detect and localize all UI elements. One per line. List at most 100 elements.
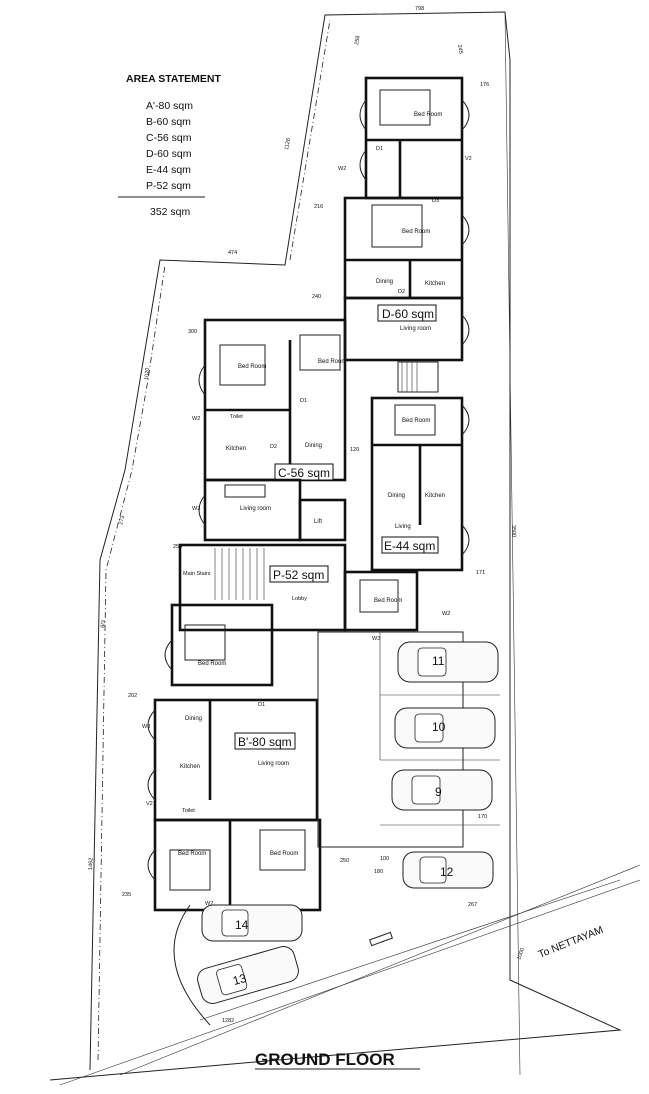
dim-d21: 170	[478, 814, 487, 820]
dim-d1: 258	[354, 35, 362, 45]
unit-b: Bed Room Dining Kitchen Toilet Living ro…	[142, 603, 322, 912]
car-9: 9	[391, 769, 493, 811]
parking-number-11: 11	[432, 654, 445, 668]
unit-c: Bed Room Bed Room Toilet Kitchen Dining …	[192, 318, 346, 542]
area-item-a: A'-80 sqm	[146, 100, 193, 112]
direction-label: To NETTAYAM	[537, 924, 605, 961]
room-kitchen-b: Kitchen	[180, 764, 200, 770]
fixture-w2-c: W2	[192, 416, 200, 422]
unit-label-e: E-44 sqm	[384, 539, 435, 553]
room-bedroom-c2: Bed Room	[318, 359, 346, 365]
parking-number-12: 12	[440, 865, 454, 879]
room-lift: Lift	[314, 519, 322, 525]
room-bedroom-e2: Bed Room	[374, 598, 402, 604]
parking-number-9: 9	[435, 785, 442, 799]
room-dining-b: Dining	[185, 716, 202, 722]
unit-e: Bed Room Dining Kitchen Living E-44 sqm …	[343, 396, 470, 642]
dim-d20: 180	[374, 869, 383, 875]
stair-de	[397, 361, 439, 393]
fixture-d1-d: D1	[376, 146, 383, 152]
room-dining-d: Dining	[376, 279, 393, 285]
room-toilet-c: Toilet	[230, 414, 243, 420]
dim-d7: 1020	[144, 367, 151, 380]
unit-p: Main Stairs Lobby P-52 sqm	[178, 543, 347, 632]
car-10: 10	[394, 707, 496, 749]
room-lobby: Lobby	[292, 596, 307, 602]
unit-d: Bed Room Bed Room Dining Kitchen Living …	[338, 76, 472, 362]
dim-d5: 216	[314, 204, 323, 210]
dim-d11: 255	[173, 544, 182, 550]
area-item-d: D-60 sqm	[146, 148, 192, 160]
room-living-e: Living	[395, 524, 411, 530]
dim-d2: 245	[456, 44, 464, 54]
room-bedroom-b3: Bed Room	[178, 851, 206, 857]
fixture-w3-c: W3	[192, 506, 200, 512]
dim-d8: 240	[312, 294, 321, 300]
parking-number-14: 14	[235, 918, 249, 932]
car-13: 13	[197, 946, 299, 1004]
fixture-v2-b: V2	[146, 801, 153, 807]
dim-d25: 1000	[516, 947, 526, 961]
fixture-w3-e: W3	[372, 636, 380, 642]
room-kitchen-e: Kitchen	[425, 493, 445, 499]
room-living-b: Living room	[258, 761, 289, 767]
room-toilet-b: Toilet	[182, 808, 195, 814]
dim-d17: 6/3	[100, 620, 107, 629]
room-kitchen-d: Kitchen	[425, 281, 445, 287]
gate	[368, 931, 394, 947]
dim-top: 798	[415, 6, 424, 12]
dim-d3: 176	[480, 82, 489, 88]
room-dining-e: Dining	[388, 493, 405, 499]
dim-d24: 100	[380, 856, 389, 862]
fixture-w2-e: W2	[442, 611, 450, 617]
area-statement-heading: AREA STATEMENT	[126, 73, 221, 85]
driveway	[173, 879, 621, 1026]
area-item-e: E-44 sqm	[146, 164, 191, 176]
room-bedroom-b2: Bed Room	[270, 851, 298, 857]
room-kitchen-c: Kitchen	[226, 446, 246, 452]
drawing-title: GROUND FLOOR	[255, 1050, 395, 1069]
area-statement: AREA STATEMENT A'-80 sqm B-60 sqm C-56 s…	[112, 73, 221, 220]
dimensions: 798 258 245 176 1126 216 474 1020 240 30…	[88, 6, 526, 1024]
fixture-d3-d: D3	[432, 198, 439, 204]
dim-d23: 267	[468, 902, 477, 908]
fixture-w3-b: W3	[142, 724, 150, 730]
unit-label-b: B'-80 sqm	[238, 735, 292, 749]
dim-d14: 1462	[88, 858, 94, 870]
dim-d15: 3500	[510, 525, 516, 537]
fixture-v2-d: V2	[465, 156, 472, 162]
unit-label-p: P-52 sqm	[273, 568, 324, 582]
room-bedroom-b1: Bed Room	[198, 661, 226, 667]
dim-d9: 300	[188, 329, 197, 335]
dim-d4: 1126	[284, 138, 292, 151]
area-total: 352 sqm	[150, 206, 191, 218]
unit-label-d: D-60 sqm	[382, 307, 434, 321]
room-bedroom-e1: Bed Room	[402, 418, 430, 424]
area-item-p: P-52 sqm	[146, 180, 191, 192]
car-12: 12	[402, 851, 494, 889]
fixture-w2-d: W2	[338, 166, 346, 172]
dim-d10: 120	[350, 447, 359, 453]
car-11: 11	[397, 641, 499, 683]
room-bedroom-d2: Bed Room	[402, 229, 430, 235]
area-item-b: B-60 sqm	[146, 116, 191, 128]
fixture-d2-d: D2	[398, 289, 405, 295]
dim-d6: 474	[228, 250, 237, 256]
site-boundary	[49, 11, 641, 1086]
room-main-stairs: Main Stairs	[183, 571, 211, 577]
room-bedroom-d1: Bed Room	[414, 112, 442, 118]
parking-area: 11 10 9 12 14 13	[197, 631, 500, 1004]
dim-d12: 202	[128, 693, 137, 699]
dim-d19: 250	[340, 858, 349, 864]
unit-label-c: C-56 sqm	[278, 466, 330, 480]
dim-d16: 273	[118, 515, 126, 525]
parking-number-10: 10	[432, 720, 446, 734]
fixture-d1-b: D1	[258, 702, 265, 708]
fixture-w2-b: W2	[205, 901, 213, 907]
room-bedroom-c1: Bed Room	[238, 364, 266, 370]
dim-d22: 171	[476, 570, 485, 576]
car-14: 14	[201, 904, 303, 942]
main-stairs-treads	[214, 548, 265, 600]
area-item-c: C-56 sqm	[146, 132, 192, 144]
